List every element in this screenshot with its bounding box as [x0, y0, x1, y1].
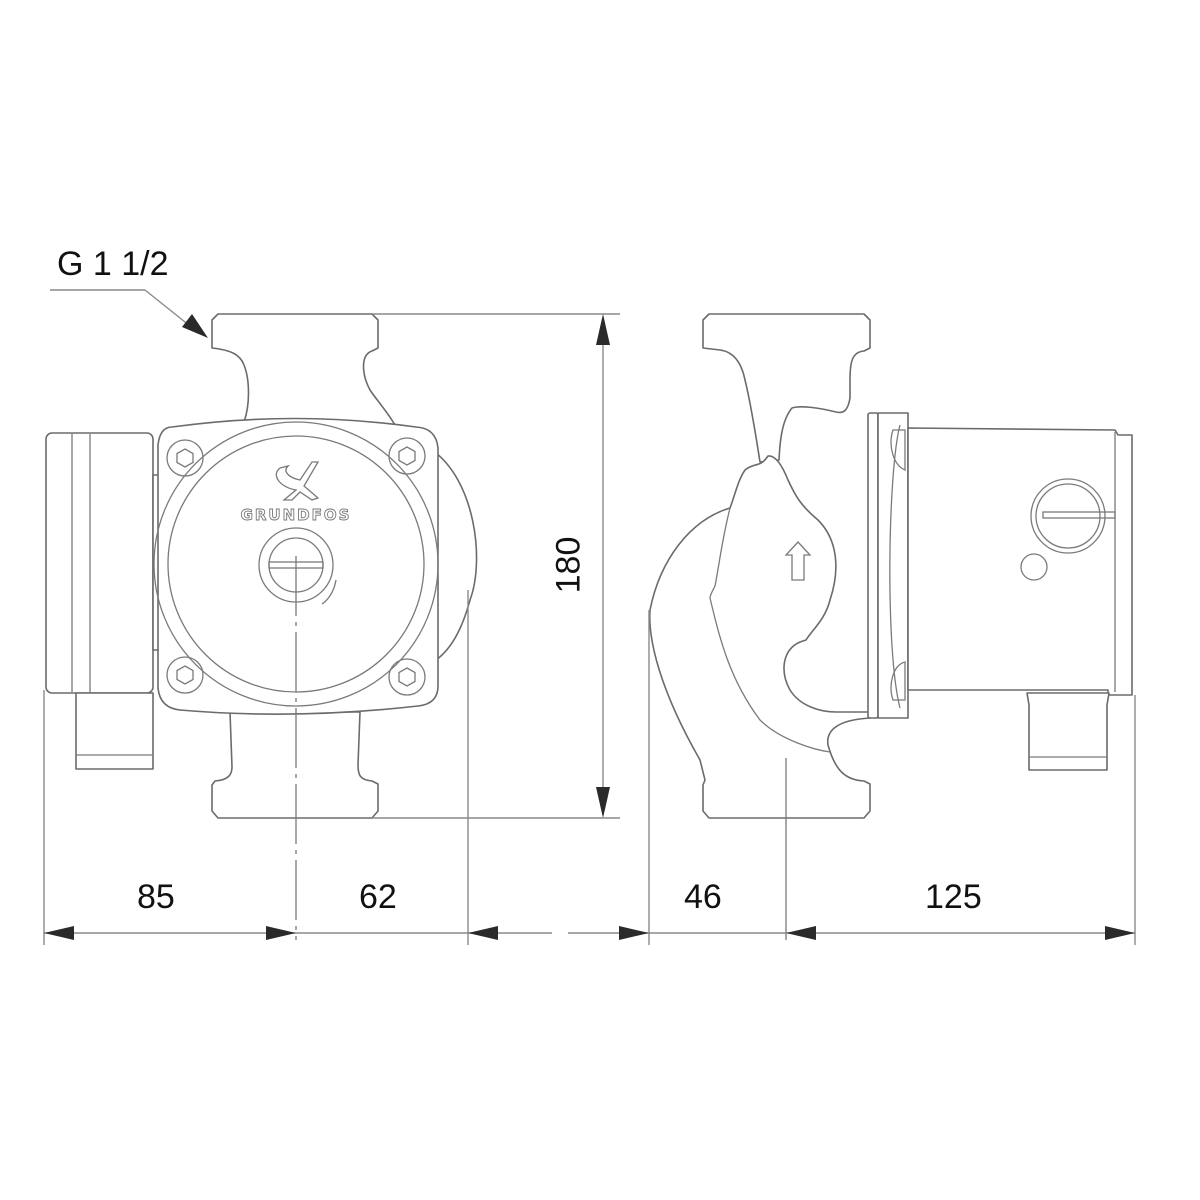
indicator-light: [1020, 553, 1048, 581]
bolt-bottom-left: [166, 656, 204, 694]
side-terminal-box: [1026, 692, 1110, 771]
front-view: GRUNDFOS: [45, 313, 478, 940]
terminal-box: [75, 692, 154, 770]
dimension-label-125: 125: [925, 878, 982, 916]
bottom-flange: [211, 711, 379, 819]
side-stator-flange: [867, 412, 879, 719]
flow-direction-arrow-icon: [784, 541, 812, 581]
bolt-bottom-right: [388, 658, 426, 696]
dimension-label-85: 85: [137, 878, 175, 916]
stator-outer-ring: [153, 421, 439, 707]
height-dimension-label: 180: [549, 536, 588, 594]
motor-end-cap: [45, 432, 154, 694]
dimension-label-46: 46: [684, 878, 722, 916]
dimension-label-62: 62: [359, 878, 397, 916]
side-volute: [648, 455, 871, 819]
volute-bulge: [431, 449, 478, 661]
brand-logo-text: GRUNDFOS: [241, 506, 352, 524]
speed-selector-knob: [1030, 478, 1116, 554]
side-width-dimensions: [568, 926, 1135, 940]
top-flange: [211, 313, 399, 431]
side-motor-housing: [907, 427, 1133, 696]
stator-plate: [157, 417, 439, 715]
thread-size-label: G 1 1/2: [57, 245, 169, 283]
side-view: [648, 313, 1133, 940]
height-dimension: [372, 313, 620, 819]
side-top-flange: [702, 313, 871, 463]
grundfos-logo-icon: [275, 461, 320, 501]
thread-leader: [50, 289, 208, 338]
front-width-dimensions: [44, 926, 552, 940]
